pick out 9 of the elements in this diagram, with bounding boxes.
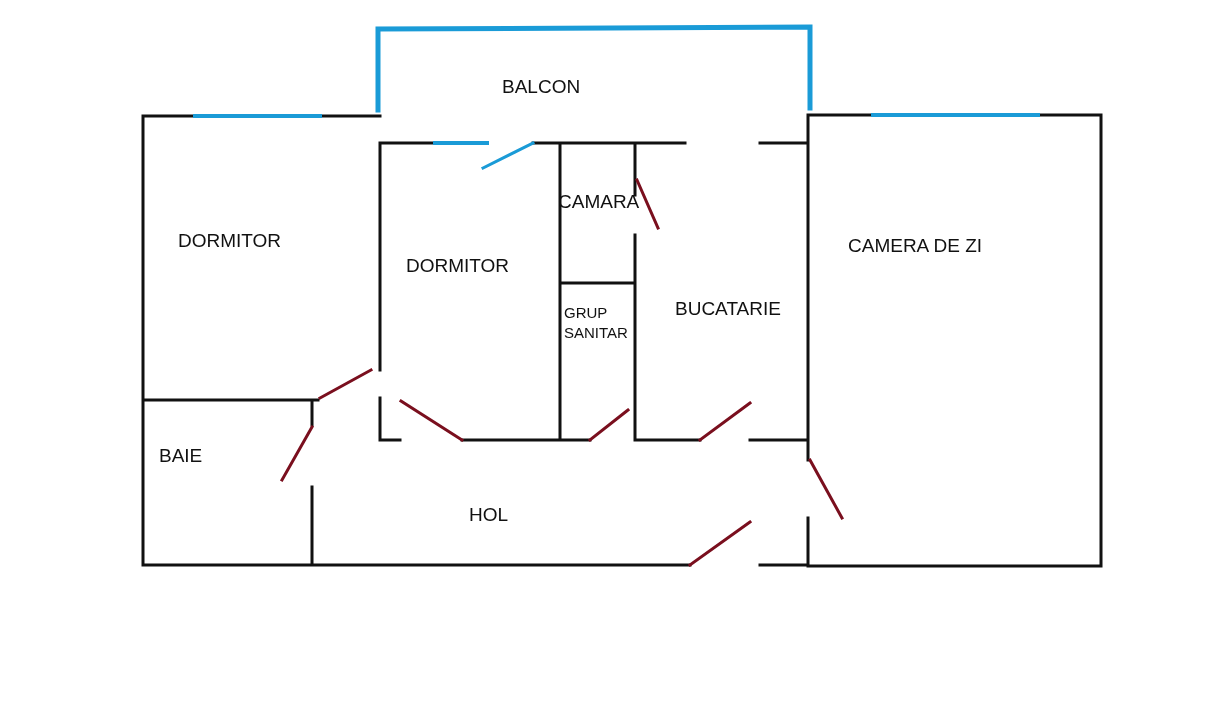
room-label: HOL bbox=[469, 503, 509, 527]
room-label: CAMERA DE ZI bbox=[848, 234, 983, 258]
room-label: DORMITOR bbox=[406, 254, 510, 278]
room-label: BUCATARIE bbox=[675, 297, 781, 321]
room-label: BALCON bbox=[502, 75, 581, 99]
room-label: GRUP SANITAR bbox=[564, 303, 629, 344]
room-label: DORMITOR bbox=[178, 229, 282, 253]
room-label: CAMARA bbox=[558, 190, 640, 214]
room-label: BAIE bbox=[159, 444, 203, 468]
